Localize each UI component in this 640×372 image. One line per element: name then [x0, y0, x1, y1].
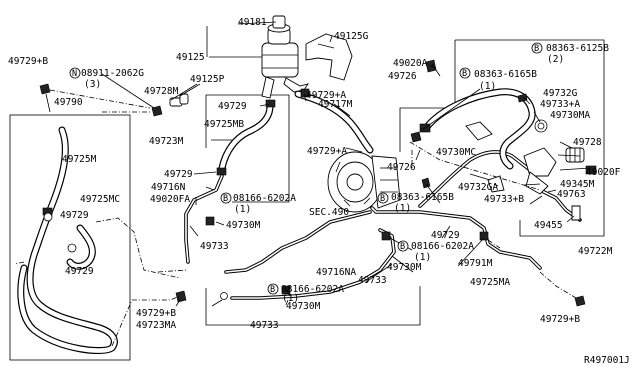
bolt-marker-a: [220, 192, 232, 204]
part-labels: 49181 49125G 49125 49125P 49728M 08911-2…: [8, 17, 630, 366]
label-49730MC: 49730MC: [436, 147, 476, 158]
left-inset-frame: [9, 114, 131, 361]
label-49729-e: 49729: [431, 230, 460, 241]
label-49725MB: 49725MB: [204, 119, 244, 130]
label-49729B-topleft: 49729+B: [8, 56, 48, 67]
label-49728M: 49728M: [144, 86, 179, 97]
label-49725MA: 49725MA: [470, 277, 510, 288]
label-49729B-bottomleft: 49729+B: [136, 308, 176, 319]
label-08363-c-qty: (1): [394, 203, 411, 214]
label-49730MA: 49730MA: [550, 110, 590, 121]
label-49716N: 49716N: [151, 182, 186, 193]
label-49726-b: 49726: [387, 162, 416, 173]
label-49733-b: 49733: [358, 275, 387, 286]
label-08166-a-qty: (1): [234, 204, 251, 215]
label-49729-d: 49729: [65, 266, 94, 277]
bolt-marker-c-letter: B: [534, 44, 539, 54]
label-49732GA: 49732GA: [458, 182, 498, 193]
label-49020F: 49020F: [586, 167, 621, 178]
label-49728: 49728: [573, 137, 602, 148]
bottom-frame: [205, 286, 421, 326]
label-08911-2062G: 08911-2062G: [81, 68, 144, 79]
label-49725M: 49725M: [62, 154, 97, 165]
label-49790: 49790: [54, 97, 83, 108]
label-49725MC: 49725MC: [80, 194, 120, 205]
reservoir-bracket: [305, 33, 353, 81]
label-49729B-bottomright: 49729+B: [540, 314, 580, 325]
bolt-marker-e-letter: B: [400, 242, 405, 252]
right-frame-2: [399, 40, 456, 152]
label-49125: 49125: [176, 52, 205, 63]
label-49125G: 49125G: [334, 31, 369, 42]
bolt-marker-f: [267, 283, 279, 295]
leader-lines: [101, 21, 591, 307]
bolt-marker-b: [459, 67, 471, 79]
label-49020A: 49020A: [393, 58, 428, 69]
label-49733-c: 49733: [250, 320, 279, 331]
bolt-marker-f-letter: B: [270, 285, 275, 295]
label-49181: 49181: [238, 17, 267, 28]
label-08911-qty: (3): [84, 79, 101, 90]
label-49717M: 49717M: [318, 99, 353, 110]
label-08166-c-qty: (1): [282, 293, 299, 304]
center-return-hose: [216, 99, 276, 176]
label-49722M: 49722M: [578, 246, 613, 257]
label-49455: 49455: [534, 220, 563, 231]
label-49716NA: 49716NA: [316, 267, 356, 278]
label-49723M: 49723M: [149, 136, 184, 147]
nut-marker-letter: N: [72, 69, 77, 79]
label-49733-a: 49733: [200, 241, 229, 252]
right-frame: [455, 39, 605, 237]
power-steering-pump: [327, 151, 401, 213]
label-49733A: 49733+A: [540, 99, 580, 110]
label-49729-b: 49729: [164, 169, 193, 180]
label-08363-b-qty: (2): [547, 54, 564, 65]
bolt-marker-c: [531, 42, 543, 54]
nut-marker: [69, 67, 81, 79]
bolt-marker-a-letter: B: [223, 194, 228, 204]
bolt-marker-e: [397, 240, 409, 252]
bolt-marker-d-letter: B: [380, 194, 385, 204]
label-49729-a: 49729: [218, 101, 247, 112]
label-SEC490: SEC.490: [309, 207, 349, 218]
connection-lines: [13, 89, 577, 347]
label-49732G: 49732G: [543, 88, 578, 99]
label-49125P: 49125P: [190, 74, 225, 85]
label-49729A-b: 49729+A: [307, 146, 347, 157]
label-08166-c: 08166-6202A: [281, 284, 344, 295]
label-49020FA: 49020FA: [150, 194, 190, 205]
label-49729A-a: 49729+A: [306, 90, 346, 101]
diagram-code: R497001J: [584, 355, 630, 366]
label-49723MA: 49723MA: [136, 320, 176, 331]
label-49733B: 49733+B: [484, 194, 524, 205]
bolt-marker-b-letter: B: [462, 69, 467, 79]
left-hose-assembly: [17, 83, 118, 355]
label-08166-b: 08166-6202A: [411, 241, 474, 252]
label-49730M-c: 49730M: [286, 301, 321, 312]
label-49763: 49763: [557, 189, 586, 200]
label-49726-a: 49726: [388, 71, 417, 82]
label-49730M-b: 49730M: [387, 262, 422, 273]
label-08363-a-qty: (1): [479, 81, 496, 92]
reservoir-tank: [261, 15, 310, 99]
label-49791M: 49791M: [458, 258, 493, 269]
label-08166-b-qty: (1): [414, 252, 431, 263]
label-08166-a: 08166-6202A: [233, 193, 296, 204]
label-08363-b: 08363-6125B: [546, 43, 609, 54]
bolt-marker-d: [377, 192, 389, 204]
label-08363-a: 08363-6165B: [474, 69, 537, 80]
cooler-fittings: [410, 59, 597, 221]
label-08363-c: 08363-6165B: [391, 192, 454, 203]
label-49345M: 49345M: [560, 179, 595, 190]
bolt-markers: N B B B B B B: [69, 42, 543, 295]
center-bracket-frame: [206, 94, 290, 203]
label-49730M-a: 49730M: [226, 220, 261, 231]
label-49729-c: 49729: [60, 210, 89, 221]
